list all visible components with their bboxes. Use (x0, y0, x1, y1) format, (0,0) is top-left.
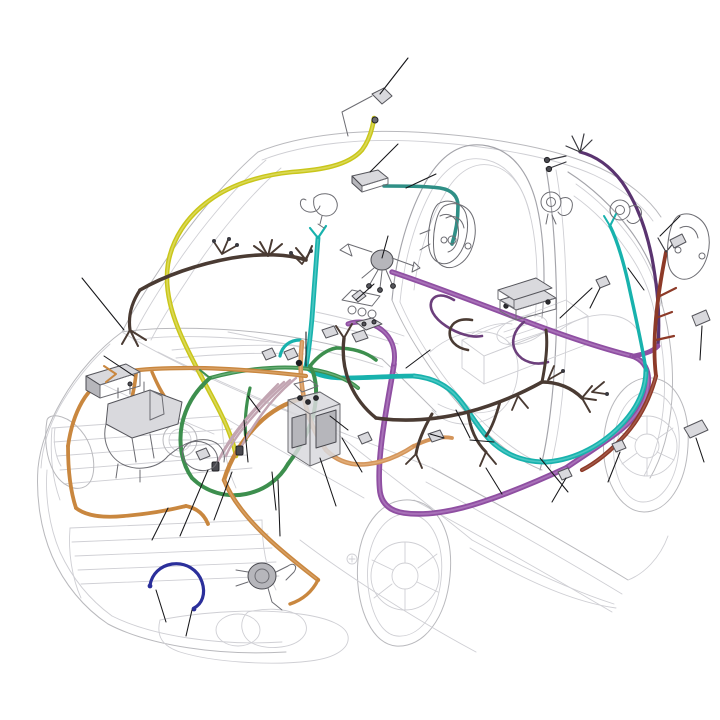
reference-mark (346, 553, 358, 565)
component-dashboard-switch-pack (341, 289, 383, 331)
component-speaker-left (540, 191, 573, 225)
component-ecu-box (85, 363, 141, 399)
component-wiper-motor (419, 200, 469, 265)
harness-horn-jumper (147, 562, 206, 612)
vehicle-body-outline (37, 130, 689, 664)
component-seat-module (497, 277, 553, 309)
component-steering-column-switch (339, 243, 421, 293)
connector-plugs (195, 233, 711, 481)
component-door-latch-left (433, 203, 476, 268)
harness-roof-antenna-cable (164, 115, 377, 459)
component-fusebox (287, 379, 341, 467)
harness-injector-subloom (211, 376, 298, 472)
component-speaker-right (609, 199, 642, 224)
component-horn (235, 562, 297, 611)
component-rearview-mirror (299, 193, 338, 229)
component-roof-console (351, 169, 389, 193)
wire-pigtails (103, 237, 609, 411)
harness-floor-seat (121, 239, 597, 469)
harness-windscreen-header (382, 184, 460, 246)
component-door-latch-right (667, 213, 710, 280)
component-engine-assembly (104, 381, 225, 483)
leader-lines (81, 57, 705, 637)
